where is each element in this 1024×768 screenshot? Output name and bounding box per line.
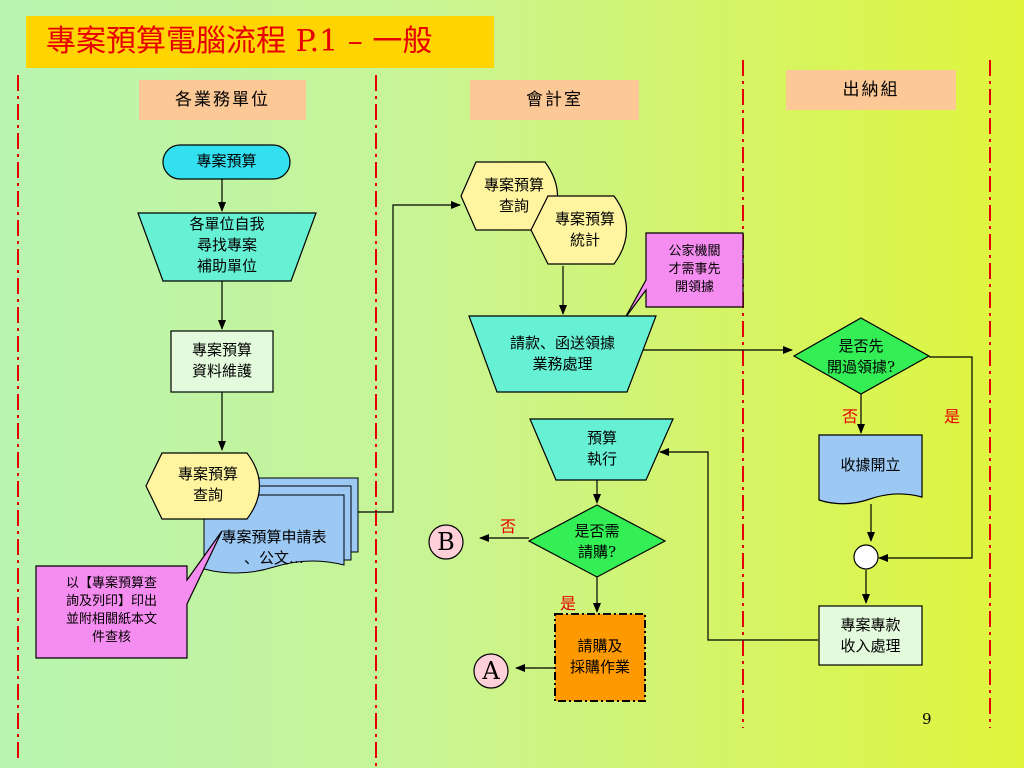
decision-yes-label-accounting: 是 — [560, 594, 577, 613]
stats-display — [530, 195, 627, 265]
need-purchase-decision — [527, 504, 667, 578]
note-right-line-3: 開領據 — [674, 280, 714, 295]
stats-label: 專案預算 統計 — [537, 209, 633, 251]
note-right-line-2: 才需事先 — [668, 262, 721, 277]
start-terminator — [162, 144, 291, 180]
connector-b-label: B — [437, 528, 455, 556]
receipt-decision-line-2: 開過領據? — [826, 358, 896, 376]
page-number: 9 — [922, 710, 932, 728]
payment-label: 請款、函送領據 業務處理 — [469, 333, 656, 375]
income-label: 專案專款 收入處理 — [819, 615, 922, 657]
note-right-label: 公家機關 才需事先 開領據 — [646, 243, 743, 297]
receipt-decision-line-1: 是否先 — [838, 337, 884, 355]
note-left-line-4: 件查核 — [91, 630, 131, 645]
query-left-line-2: 查詢 — [192, 486, 223, 504]
arrow-docs-to-query-right — [358, 201, 461, 513]
execute-label: 預算 執行 — [552, 428, 652, 470]
note-left-line-2: 詢及列印】印出 — [65, 594, 157, 609]
start-terminator-label: 專案預算 — [196, 152, 257, 170]
maintain-label: 專案預算 資料維護 — [171, 340, 273, 382]
find-unit-line-2: 尋找專案 — [196, 236, 257, 254]
maintain-line-1: 專案預算 — [191, 341, 252, 359]
execute-line-2: 執行 — [586, 450, 617, 468]
note-left-callout — [35, 530, 223, 659]
need-purchase-label: 是否需 請購? — [547, 521, 647, 563]
purchase-line-1: 請購及 — [577, 637, 623, 655]
income-process — [818, 605, 923, 666]
docs-line-1: 專案預算申請表 — [221, 528, 327, 546]
connector-a-label: A — [482, 657, 500, 685]
arrow-income-to-execute — [659, 448, 818, 641]
connector-b-circle — [428, 524, 464, 560]
find-unit-manual-op — [137, 212, 317, 282]
page-title: 專案預算電腦流程 P.1 – 一般 — [26, 16, 494, 68]
purchase-line-2: 採購作業 — [569, 658, 630, 676]
receipt-decision — [792, 317, 931, 395]
merge-connector — [853, 544, 879, 570]
lane-header-cashier: 出納組 — [786, 70, 956, 110]
query-left-label: 專案預算 查詢 — [158, 464, 258, 506]
lane-header-units: 各業務單位 — [139, 80, 306, 120]
execute-line-1: 預算 — [586, 429, 617, 447]
payment-line-1: 請款、函送領據 — [509, 334, 615, 352]
query-left-line-1: 專案預算 — [177, 465, 238, 483]
query-right-line-1: 專案預算 — [483, 176, 544, 194]
docs-label: 專案預算申請表 、公文… — [202, 527, 346, 569]
arrow-decision-yes — [878, 356, 973, 562]
purchase-label: 請購及 採購作業 — [555, 636, 645, 678]
payment-manual-op — [468, 315, 657, 393]
receipt-document — [818, 434, 923, 505]
stats-line-2: 統計 — [569, 231, 600, 249]
note-left-label: 以【專案預算查 詢及列印】印出 並附相關紙本文 件查核 — [36, 575, 187, 647]
query-right-label: 專案預算 查詢 — [466, 175, 562, 217]
find-unit-line-3: 補助單位 — [196, 257, 257, 275]
payment-line-2: 業務處理 — [532, 355, 593, 373]
query-left-display — [145, 452, 260, 520]
purchase-process — [554, 613, 646, 702]
note-left-line-1: 以【專案預算查 — [65, 576, 157, 591]
receipt-decision-label: 是否先 開過領據? — [807, 336, 915, 378]
find-unit-line-1: 各單位自我 — [189, 215, 265, 233]
docs-line-2: 、公文… — [243, 549, 304, 567]
execute-manual-op — [529, 418, 674, 481]
stats-line-1: 專案預算 — [554, 210, 615, 228]
need-purchase-line-2: 請購? — [577, 543, 617, 561]
connector-a-circle — [473, 653, 509, 689]
find-unit-label: 各單位自我 尋找專案 補助單位 — [163, 214, 291, 277]
income-line-2: 收入處理 — [840, 637, 901, 655]
decision-no-label-cashier: 否 — [842, 407, 859, 426]
maintain-line-2: 資料維護 — [191, 362, 252, 380]
decision-yes-label-cashier: 是 — [944, 407, 961, 426]
income-line-1: 專案專款 — [840, 616, 901, 634]
decision-no-label-accounting: 否 — [500, 517, 517, 536]
lane-header-accounting: 會計室 — [470, 80, 639, 120]
note-right-callout — [624, 232, 744, 319]
need-purchase-line-1: 是否需 — [574, 522, 620, 540]
receipt-label: 收據開立 — [840, 456, 901, 474]
note-right-line-1: 公家機關 — [668, 244, 721, 259]
maintain-process — [170, 330, 274, 393]
note-left-line-3: 並附相關紙本文 — [65, 612, 157, 627]
query-right-line-2: 查詢 — [498, 197, 529, 215]
